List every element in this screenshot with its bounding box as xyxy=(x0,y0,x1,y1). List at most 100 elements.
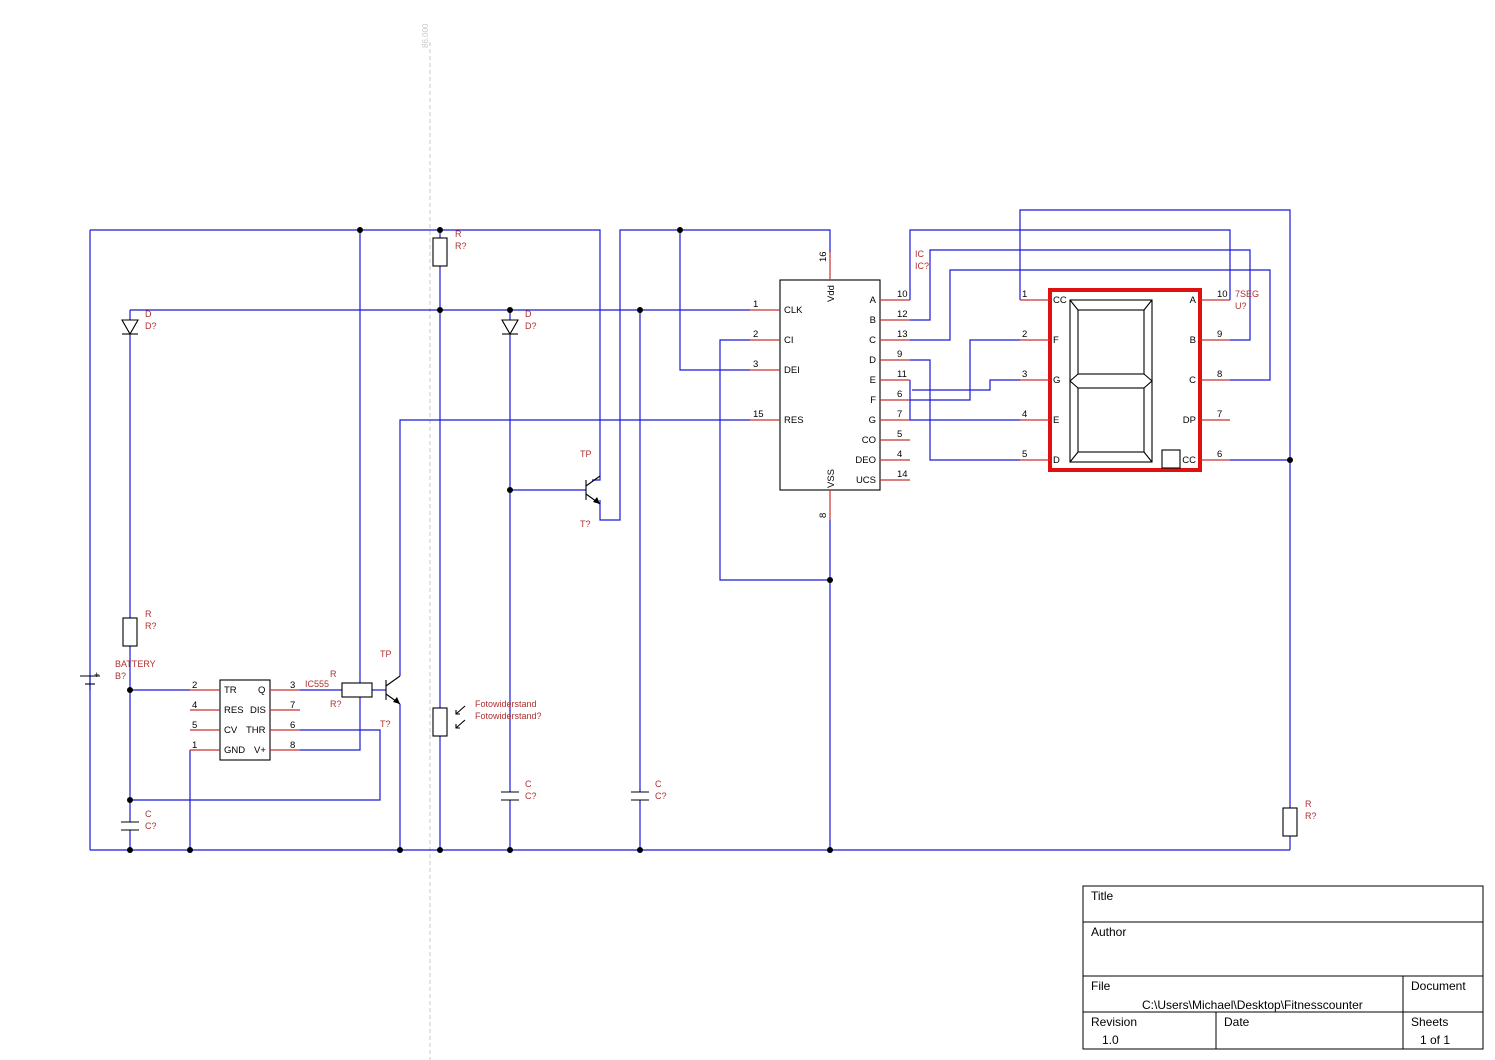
title-block: Title Author File C:\Users\Michael\Deskt… xyxy=(1082,885,1484,1050)
battery-name: BATTERY xyxy=(115,659,156,669)
pin-label: B xyxy=(870,315,876,326)
pin-number: 7 xyxy=(897,409,902,420)
diode-d-mid[interactable]: D D? xyxy=(501,309,537,336)
svg-text:+: + xyxy=(94,670,100,681)
wires xyxy=(89,209,1291,851)
seven-segment-digit xyxy=(1069,299,1181,469)
junctions xyxy=(127,227,1293,853)
svg-text:5: 5 xyxy=(192,720,197,731)
photoresistor[interactable]: Fotowiderstand Fotowiderstand? xyxy=(432,699,542,737)
resistor-r-top[interactable]: R R? xyxy=(432,229,467,267)
svg-text:RES: RES xyxy=(224,705,244,716)
svg-text:1: 1 xyxy=(753,299,758,310)
ic555-chip[interactable]: 2 TR 4 RES 5 CV 1 GND 3 Q 7 DIS 6 THR 8 … xyxy=(190,679,329,761)
capacitor-c-left-ref: C? xyxy=(145,821,157,831)
pin-number: 11 xyxy=(897,369,907,380)
svg-text:TR: TR xyxy=(224,685,237,696)
transistor-t-high-ref: T? xyxy=(580,519,591,529)
battery-b[interactable]: + BATTERY B? xyxy=(80,659,156,685)
date-label: Date xyxy=(1224,1015,1250,1029)
svg-text:4: 4 xyxy=(192,700,197,711)
resistor-r-right-ref: R? xyxy=(1305,811,1317,821)
svg-text:Q: Q xyxy=(258,685,265,696)
pin-number: 9 xyxy=(1217,329,1222,340)
ic555-name: IC555 xyxy=(305,679,329,689)
svg-text:2: 2 xyxy=(192,680,197,691)
pin-label: D xyxy=(1053,455,1060,466)
pin-number: 5 xyxy=(1022,449,1027,460)
svg-text:CI: CI xyxy=(784,335,794,346)
diode-d-left-ref: D? xyxy=(145,321,157,331)
pin-number: 5 xyxy=(897,429,902,440)
pin-label: B xyxy=(1190,335,1196,346)
svg-text:RES: RES xyxy=(784,415,804,426)
svg-text:Vdd: Vdd xyxy=(826,285,837,302)
counter-ic-ref: IC? xyxy=(915,261,929,271)
pin-label: DP xyxy=(1183,415,1196,426)
diode-d-left-name: D xyxy=(145,309,152,319)
battery-ref: B? xyxy=(115,671,126,681)
resistor-r-right[interactable]: R R? xyxy=(1282,799,1317,837)
resistor-r-top-name: R xyxy=(455,229,462,239)
pin-number: 6 xyxy=(897,389,902,400)
pin-number: 4 xyxy=(1022,409,1027,420)
pin-number: 9 xyxy=(897,349,902,360)
svg-text:15: 15 xyxy=(753,409,764,420)
resistor-r-left[interactable]: R R? xyxy=(122,609,157,647)
svg-text:1: 1 xyxy=(192,740,197,751)
seven-segment-ref: U? xyxy=(1235,301,1247,311)
author-label: Author xyxy=(1091,925,1126,939)
counter-ic-name: IC xyxy=(915,249,925,259)
pin-label: G xyxy=(1053,375,1060,386)
title-label: Title xyxy=(1091,889,1114,903)
pin-label: UCS xyxy=(856,475,876,486)
transistor-t-high[interactable]: TP T? xyxy=(580,449,601,529)
transistor-t-low[interactable]: TP T? xyxy=(380,649,401,729)
photoresistor-name: Fotowiderstand xyxy=(475,699,537,709)
resistor-r-left-ref: R? xyxy=(145,621,157,631)
svg-text:3: 3 xyxy=(753,359,758,370)
pin-number: 7 xyxy=(1217,409,1222,420)
pin-label: CC xyxy=(1182,455,1196,466)
document-label: Document xyxy=(1411,979,1466,993)
pin-label: A xyxy=(870,295,877,306)
pin-number: 12 xyxy=(897,309,908,320)
svg-text:DIS: DIS xyxy=(250,705,266,716)
resistor-r-base[interactable]: R R? xyxy=(330,669,373,709)
capacitor-c-mid[interactable]: C C? xyxy=(501,779,537,801)
pin-label: F xyxy=(870,395,876,406)
pin-label: G xyxy=(869,415,876,426)
resistor-r-top-ref: R? xyxy=(455,241,467,251)
pin-number: 8 xyxy=(1217,369,1222,380)
counter-ic[interactable]: IC IC? 16 Vdd 8 VSS 1 CLK 2 CI 3 DEI 15 … xyxy=(750,249,929,520)
pin-number: 2 xyxy=(1022,329,1027,340)
pin-number: 13 xyxy=(897,329,908,340)
pin-number: 10 xyxy=(897,289,908,300)
svg-text:2: 2 xyxy=(753,329,758,340)
diode-d-left[interactable]: D D? xyxy=(121,309,157,336)
photoresistor-ref: Fotowiderstand? xyxy=(475,711,542,721)
pin-label: E xyxy=(1053,415,1059,426)
resistor-r-base-ref: R? xyxy=(330,699,342,709)
svg-text:V+: V+ xyxy=(254,745,266,756)
revision-label: Revision xyxy=(1091,1015,1137,1029)
resistor-r-base-name: R xyxy=(330,669,337,679)
pin-number: 14 xyxy=(897,469,908,480)
svg-text:7: 7 xyxy=(290,700,295,711)
capacitor-c-right[interactable]: C C? xyxy=(631,779,667,801)
svg-text:16: 16 xyxy=(818,251,829,262)
pin-label: C xyxy=(1189,375,1196,386)
capacitor-c-mid-name: C xyxy=(525,779,532,789)
pin-label: C xyxy=(869,335,876,346)
file-value: C:\Users\Michael\Desktop\Fitnesscounter xyxy=(1142,998,1363,1012)
pin-label: CC xyxy=(1053,295,1067,306)
transistor-t-low-ref: T? xyxy=(380,719,391,729)
seven-segment-name: 7SEG xyxy=(1235,289,1259,299)
svg-text:CV: CV xyxy=(224,725,238,736)
svg-text:DEI: DEI xyxy=(784,365,800,376)
capacitor-c-left[interactable]: C C? xyxy=(121,809,157,831)
svg-text:VSS: VSS xyxy=(826,469,837,488)
capacitor-c-right-ref: C? xyxy=(655,791,667,801)
